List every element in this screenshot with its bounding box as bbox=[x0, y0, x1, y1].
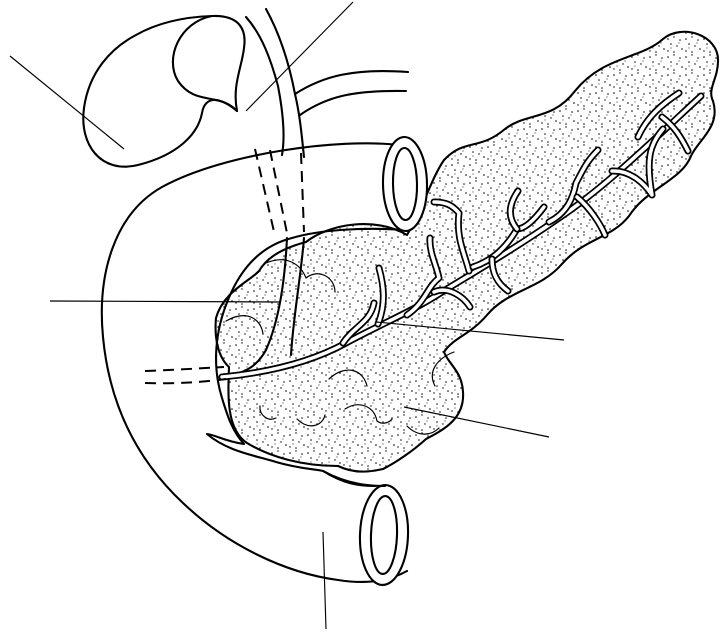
gallbladder bbox=[83, 16, 244, 167]
common-hepatic-duct-right-wall bbox=[266, 9, 304, 157]
duodenum-lower-lumen-outer bbox=[358, 484, 409, 586]
pancreas-body-tail bbox=[216, 32, 718, 472]
common-hepatic-duct-left-wall bbox=[246, 17, 284, 155]
duodenum-upper-lumen-outer bbox=[382, 137, 428, 232]
accessory-duct-dashed-lower bbox=[145, 379, 226, 383]
bile-duct-callout-line bbox=[246, 2, 353, 111]
accessory-duct-dashed-upper bbox=[145, 367, 224, 371]
common-bile-duct-dashed-right bbox=[301, 153, 304, 232]
hepatic-duct-lower-branch bbox=[300, 91, 406, 115]
common-bile-duct-dashed-left bbox=[255, 149, 275, 236]
duodenum-callout-line bbox=[323, 532, 326, 629]
